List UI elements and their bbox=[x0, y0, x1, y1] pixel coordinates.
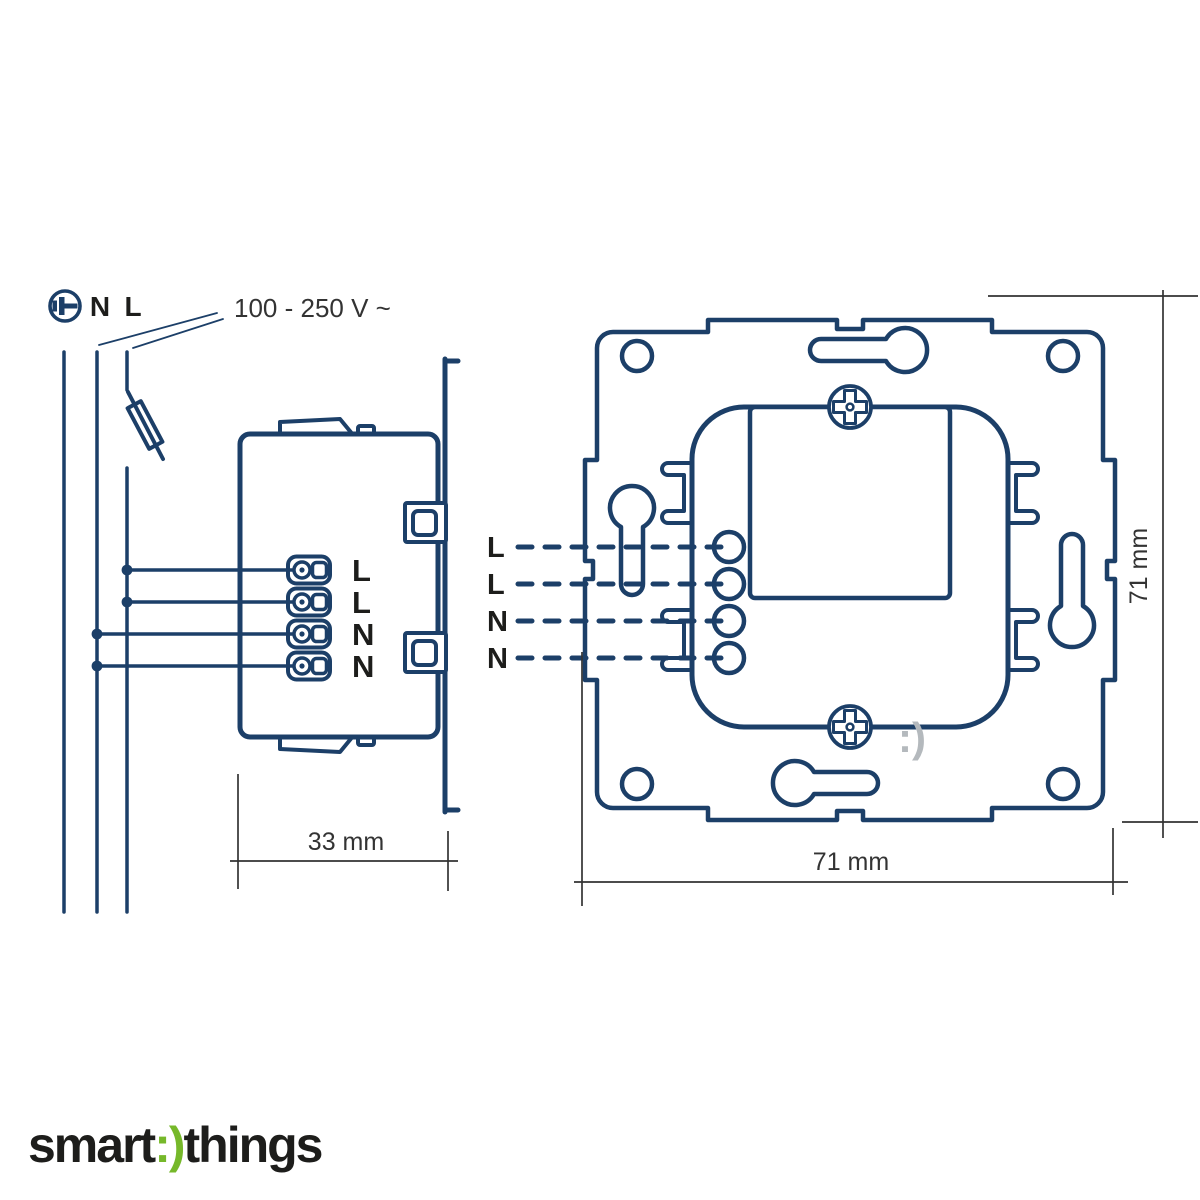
logo-text-prefix: smart bbox=[28, 1117, 156, 1173]
corner-hole bbox=[1045, 338, 1081, 374]
fixing-screw-top bbox=[827, 384, 873, 430]
line-label: L bbox=[124, 291, 141, 322]
insert-window bbox=[747, 404, 953, 601]
junction-dot bbox=[121, 596, 133, 608]
voltage-leader-lines bbox=[98, 312, 224, 349]
plate-terminal-label-l1: L bbox=[487, 532, 505, 564]
corner-hole bbox=[619, 766, 655, 802]
corner-hole bbox=[1045, 766, 1081, 802]
height-dimension: 71 mm bbox=[988, 290, 1198, 838]
depth-dimension-label: 33 mm bbox=[308, 828, 384, 856]
line-wire-with-fuse bbox=[125, 350, 165, 914]
wall-line bbox=[442, 356, 461, 815]
terminal-label-n2: N bbox=[352, 649, 374, 684]
junction-dot bbox=[91, 660, 103, 672]
brand-logo: smart:)things bbox=[28, 1116, 324, 1174]
fixing-screw-bottom bbox=[827, 704, 873, 750]
plate-terminal-label-l2: L bbox=[487, 569, 505, 601]
mounting-clip-top bbox=[403, 501, 448, 544]
device-side-view: L L N N 33 mm bbox=[91, 356, 461, 891]
neutral-label: N bbox=[90, 291, 110, 322]
expansion-claw-right-top bbox=[1002, 461, 1040, 525]
terminal-label-n1: N bbox=[352, 617, 374, 652]
terminal-label-l2: L bbox=[352, 585, 371, 620]
corner-hole bbox=[619, 338, 655, 374]
power-supply-schematic: N L 100 - 250 V ~ bbox=[48, 289, 391, 914]
logo-text-suffix: things bbox=[183, 1117, 324, 1173]
width-dimension: 71 mm bbox=[574, 652, 1128, 906]
height-dimension-label: 71 mm bbox=[1125, 528, 1153, 604]
terminal-feed-dashed-lines bbox=[515, 544, 730, 661]
fuse-icon bbox=[125, 399, 165, 451]
width-dimension-label: 71 mm bbox=[813, 848, 889, 876]
expansion-claw-right-bottom bbox=[1002, 608, 1040, 672]
logo-smiley-icon: :) bbox=[154, 1117, 185, 1173]
mounting-plate-back-view: L L N N :) 71 mm 71 mm bbox=[487, 290, 1198, 906]
junction-dot bbox=[91, 628, 103, 640]
terminal-label-l1: L bbox=[352, 553, 371, 588]
bottom-mounting-slot bbox=[770, 758, 881, 808]
mounting-clip-bottom bbox=[403, 631, 448, 674]
left-keyhole-slot bbox=[607, 483, 657, 598]
smiley-watermark: :) bbox=[898, 714, 926, 761]
expansion-claw-left-top bbox=[660, 461, 698, 525]
plate-terminal-label-n2: N bbox=[487, 643, 508, 675]
connection-wires bbox=[91, 564, 299, 672]
plate-terminal-label-n1: N bbox=[487, 606, 508, 638]
insert-body bbox=[237, 431, 441, 740]
power-plug-icon bbox=[48, 289, 82, 323]
right-keyhole-slot bbox=[1047, 531, 1097, 650]
top-mounting-slot bbox=[807, 325, 930, 375]
terminal-contacts bbox=[292, 560, 329, 676]
junction-dot bbox=[121, 564, 133, 576]
depth-dimension: 33 mm bbox=[230, 774, 458, 891]
voltage-label: 100 - 250 V ~ bbox=[234, 293, 391, 323]
